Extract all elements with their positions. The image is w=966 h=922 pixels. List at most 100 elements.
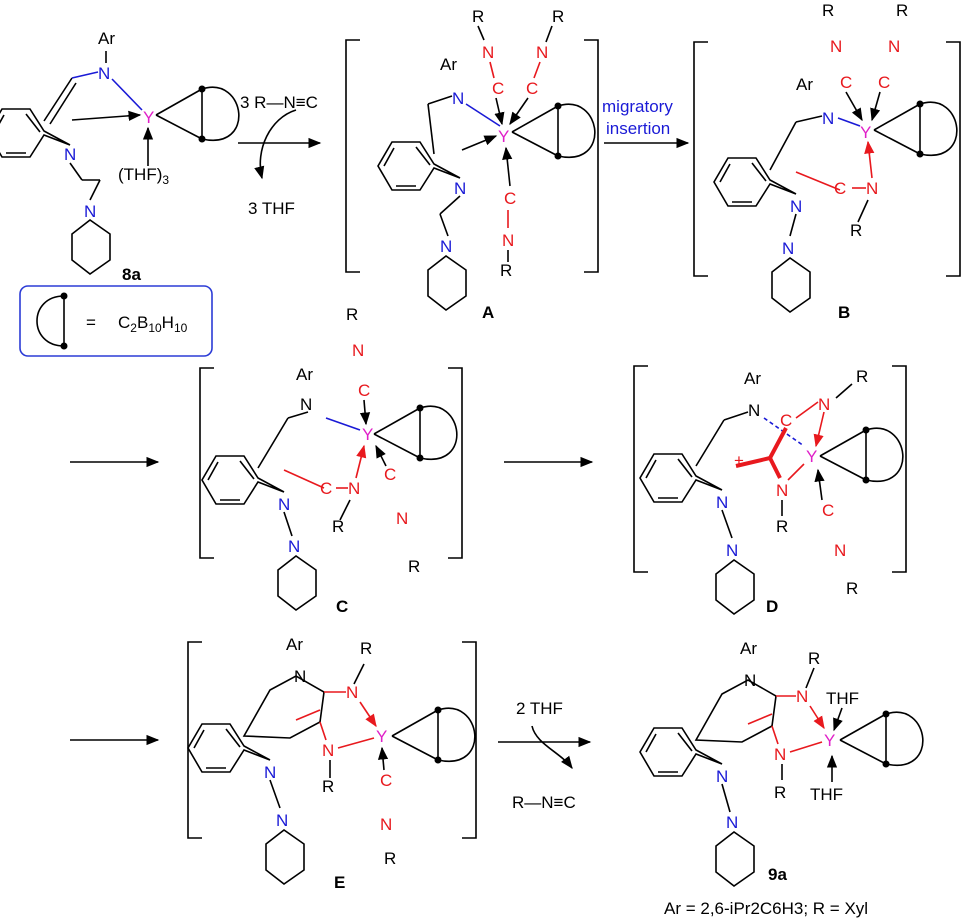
atom-c: C [526, 79, 538, 98]
atom-n-indole: N [454, 179, 466, 198]
step2-arrow: migratory insertion [602, 97, 690, 149]
atom-y: Y [824, 731, 835, 750]
atom-n: N [482, 43, 494, 62]
atom-n-indole: N [716, 493, 728, 512]
atom-y: Y [143, 108, 154, 127]
label-9a: 9a [768, 865, 787, 884]
atom-n: N [866, 179, 878, 198]
atom-r: R [850, 221, 862, 240]
atom-y: Y [362, 425, 373, 444]
intermediate-C: N Ar Y C N R R N C C N R N N C [199, 305, 463, 616]
atom-y: Y [498, 127, 509, 146]
atom-ar: Ar [796, 75, 813, 94]
reagent-migratory: migratory [602, 97, 673, 116]
reagent-thf-in: 2 THF [516, 699, 563, 718]
label-B: B [838, 303, 850, 322]
atom-y: Y [376, 727, 387, 746]
atom-n: N [452, 89, 464, 108]
thf-bottom: THF [810, 785, 843, 804]
atom-n-indole: N [790, 197, 802, 216]
product-9a: N Ar N R N R Y THF THF N N 9a [639, 639, 924, 887]
atom-n: N [796, 687, 808, 706]
atom-r: R [822, 1, 834, 20]
atom-r: R [846, 579, 858, 598]
atom-r: R [408, 557, 420, 576]
atom-ar: Ar [286, 635, 303, 654]
label-8a: 8a [122, 265, 141, 284]
atom-c: C [320, 479, 332, 498]
atom-ar: Ar [296, 365, 313, 384]
atom-n: N [346, 683, 358, 702]
atom-n-pip: N [288, 537, 300, 556]
atom-n: N [744, 671, 756, 690]
atom-n-pip: N [276, 811, 288, 830]
atom-n-pip: N [726, 541, 738, 560]
atom-r: R [500, 261, 512, 280]
atom-n: N [774, 745, 786, 764]
atom-r: R [472, 7, 484, 26]
atom-ar: Ar [440, 55, 457, 74]
atom-n: N [818, 395, 830, 414]
legend-formula: C2B10H10 [118, 313, 188, 335]
atom-ar: Ar [740, 639, 757, 658]
step6-arrow: 2 THF R—N≡C [498, 699, 592, 812]
atom-r: R [896, 1, 908, 20]
intermediate-B: N Ar Y C N R R N C R N C N N B [693, 1, 961, 322]
atom-c: C [834, 179, 846, 198]
atom-n-indole: N [64, 145, 76, 164]
atom-r: R [808, 649, 820, 668]
atom-n-pip: N [782, 239, 794, 258]
atom-r: R [776, 517, 788, 536]
atom-r: R [774, 783, 786, 802]
atom-n: N [502, 231, 514, 250]
atom-n-indole: N [264, 763, 276, 782]
reagent-isocyanide-in: 3 R—N≡C [240, 93, 318, 112]
atom-n: N [748, 401, 760, 420]
atom-n-pip: N [726, 813, 738, 832]
compound-8a: N Ar Y (THF)3 N N 8a [0, 29, 240, 284]
label-C: C [336, 597, 348, 616]
atom-n: N [830, 37, 842, 56]
reagent-isocyanide-out: R—N≡C [512, 793, 576, 812]
atom-n-pip: N [440, 237, 452, 256]
atom-c: C [780, 411, 792, 430]
atom-ar: Ar [98, 29, 115, 48]
atom-n: N [322, 741, 334, 760]
atom-c: C [384, 465, 396, 484]
atom-r: R [384, 849, 396, 868]
label-A: A [482, 303, 494, 322]
atom-c: C [504, 189, 516, 208]
atom-y: Y [806, 447, 817, 466]
atom-n: N [776, 481, 788, 500]
atom-r: R [360, 639, 372, 658]
atom-n-indole: N [716, 767, 728, 786]
atom-n: N [352, 341, 364, 360]
atom-r: R [346, 305, 358, 324]
footnote: Ar = 2,6-iPr2C6H3; R = Xyl [664, 899, 868, 918]
intermediate-E: N Ar N R N R Y C N R N N E [187, 635, 477, 892]
thf-top: THF [826, 689, 859, 708]
atom-n: N [98, 64, 110, 83]
atom-n: N [380, 815, 392, 834]
atom-ar: Ar [744, 369, 761, 388]
atom-n: N [888, 37, 900, 56]
atom-n-indole: N [278, 495, 290, 514]
atom-n: N [834, 541, 846, 560]
atom-r: R [552, 7, 564, 26]
atom-n: N [822, 109, 834, 128]
reagent-thf-out: 3 THF [248, 199, 295, 218]
legend-equals: = [86, 313, 96, 332]
atom-c: C [492, 79, 504, 98]
atom-n-pip: N [84, 202, 96, 221]
atom-n: N [300, 395, 312, 414]
atom-n: N [294, 667, 306, 686]
legend-box: = C2B10H10 [19, 285, 213, 357]
intermediate-A: N Ar Y R N C R N C C N R N N A [345, 7, 599, 322]
atom-c: C [822, 501, 834, 520]
thf3-label: (THF)3 [118, 165, 169, 187]
reagent-insertion: insertion [606, 119, 670, 138]
atom-n: N [396, 509, 408, 528]
atom-c: C [358, 381, 370, 400]
atom-r: R [322, 777, 334, 796]
